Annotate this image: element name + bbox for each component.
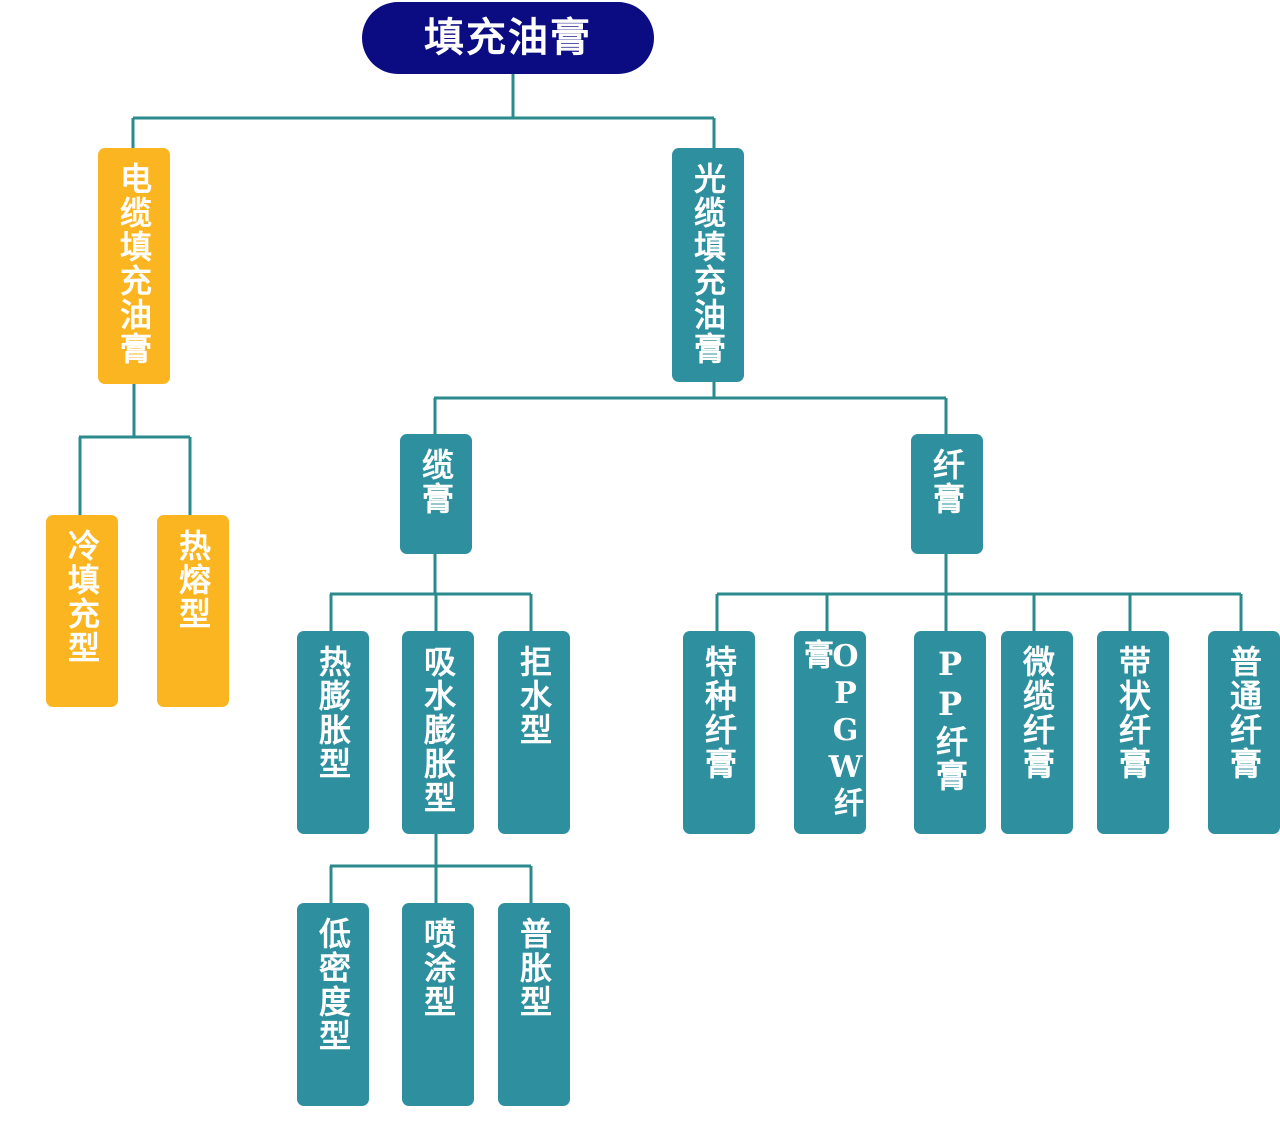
thermal-swell-node: 热膨胀型 [297,631,369,834]
root-label: 填充油膏 [424,14,592,61]
cable-paste-node: 缆膏 [400,434,472,554]
ordinary-fiber-paste-node: 普通纤膏 [1208,631,1280,834]
cable-grease-node: 电缆填充油膏 [98,148,170,384]
micro-cable-fiber-paste-node: 微缆纤膏 [1001,631,1073,834]
node-label: 普通纤膏 [1225,645,1263,781]
node-label: 光缆填充油膏 [689,162,727,366]
ribbon-fiber-paste-node: 带状纤膏 [1097,631,1169,834]
low-density-node: 低密度型 [297,903,369,1106]
node-label: 拒水型 [515,645,553,747]
node-label: 普胀型 [515,917,553,1019]
node-label: 冷填充型 [63,529,101,665]
node-label: OPGW纤膏 [798,639,863,819]
optical-grease-node: 光缆填充油膏 [672,148,744,382]
root-node: 填充油膏 [362,2,654,74]
normal-swell-node: 普胀型 [498,903,570,1106]
node-label: 带状纤膏 [1114,645,1152,781]
node-label: 微缆纤膏 [1018,645,1056,781]
node-label: 低密度型 [314,917,352,1053]
node-label: 热膨胀型 [314,645,352,781]
pp-fiber-paste-node: PP纤膏 [914,631,986,834]
node-label: 纤膏 [928,448,966,516]
spray-node: 喷涂型 [402,903,474,1106]
node-label: 缆膏 [417,448,455,516]
node-label: 特种纤膏 [700,645,738,781]
fiber-paste-node: 纤膏 [911,434,983,554]
special-fiber-paste-node: 特种纤膏 [683,631,755,834]
water-repellent-node: 拒水型 [498,631,570,834]
opgw-fiber-paste-node: OPGW纤膏 [794,631,866,834]
node-label: 吸水膨胀型 [419,645,457,815]
water-swell-node: 吸水膨胀型 [402,631,474,834]
node-label: 电缆填充油膏 [115,162,153,366]
node-label: 喷涂型 [419,917,457,1019]
node-label: PP纤膏 [931,645,969,793]
node-label: 热熔型 [174,529,212,631]
cold-fill-node: 冷填充型 [46,515,118,707]
hot-melt-node: 热熔型 [157,515,229,707]
